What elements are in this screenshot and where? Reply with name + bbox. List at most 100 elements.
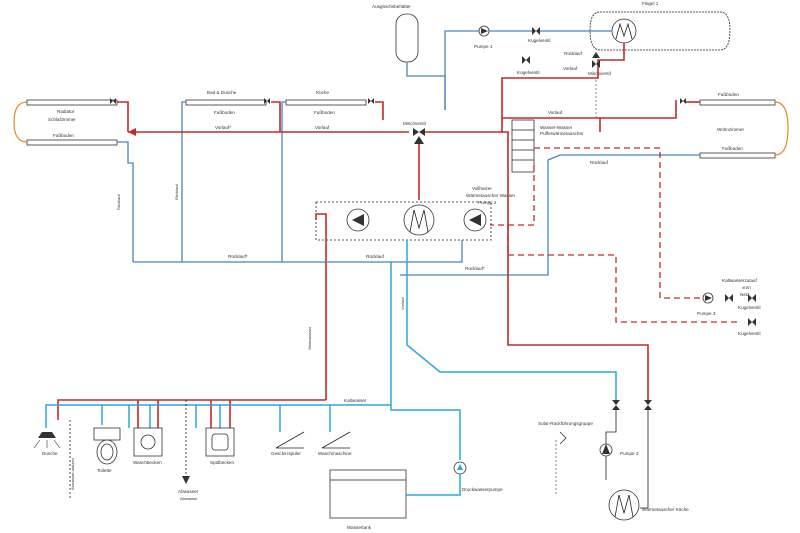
label-druckwasserpumpe: Druckwasserpumpe [462,487,503,492]
label-radiator-1: Radiator [57,109,75,114]
label-toilette: Toilette [97,468,112,473]
pipe-mixer-out [425,118,503,133]
label-ruecklauf-top: Rücklauf [564,51,583,56]
valve-wohn [680,98,686,104]
label-vorheizer: Vollheizer [472,186,492,191]
pipe-tank [406,62,446,110]
label-geschirrspueler: Geschirrspüler [271,451,301,456]
expansion-tank: Ausgleichsbehälter [372,4,419,63]
label-ruecklauf-star-right: Rücklauf* [465,266,485,271]
pipe-to-tank [390,405,461,460]
pump-1: Pumpe 1 [474,25,493,49]
toilet: Toilette [93,427,121,473]
kaltwasser-zulauf: Kaltwasserzulauf vom Netz [722,278,757,297]
valve-bad [264,98,270,104]
label-kueche: Küche [316,90,329,95]
pipe-kueche-return [281,101,286,262]
label-wt-wasser: Wärmetauscher Wasser [466,193,516,198]
valve-schlafzimmer [110,98,116,104]
label-kaltwasser: Kaltwasser [344,398,367,403]
label-wassertank: Wassertank [347,525,372,530]
pipe-wohn-return [400,154,700,276]
label-fussboden-left: Fußboden [53,133,74,138]
label-bad-dusche: Bad & Dusche [207,90,237,95]
ball-valve-left: Kugelventil [517,56,539,75]
water-tank: Wassertank [329,469,407,530]
top-heater: Flügel 1 [589,1,731,51]
label-vorlauf-vert: Vorlauf [400,297,405,310]
label-pumpe1: Pumpe 1 [474,44,493,49]
label-kugelventil-1: Kugelventil [528,38,550,43]
label-vom: vom [742,285,751,290]
radiator-bad: Bad & Dusche Fußboden [185,90,267,115]
valve-kw-3 [748,318,756,326]
label-fussboden-wohn: Fußboden [718,92,739,97]
label-ruecklauf-vert2: Rücklauf [174,184,179,200]
pipe-dashed-buffer [490,165,535,226]
washing-machine: Waschmaschine [318,431,352,456]
pipe-hot-dist [57,399,326,420]
label-pumpe2: Pumpe 2 [478,200,497,205]
label-wasser-wasser: Wasser-Wasser [540,125,573,130]
label-fussboden-right: Fußboden [722,146,743,151]
label-dusche: Dusche [42,451,58,456]
pipe-kueche [375,101,384,120]
buffer-heat-exchanger: Wasser-Wasser Pufferwärmetauscher [511,119,584,173]
pipe-water-branches [101,405,331,432]
pipe-dashed-right [534,147,700,299]
ball-valve-top: Kugelventil [528,27,550,43]
label-ruecklauf-right: Rücklauf [590,160,609,165]
label-ruecklauf-center: Rücklauf [366,254,385,259]
pipe-dashed-lower [507,225,740,323]
label-netz: Netz [740,292,750,297]
label-ausgleichsbehaelter: Ausgleichsbehälter [372,4,411,9]
label-ruecklauf-star-main: Rücklauf* [228,254,248,259]
radiator-kueche: Küche Fußboden [285,90,367,115]
pipe-bad [271,101,281,132]
mixing-valve-center: Mischventil [403,121,426,144]
mixing-valve-top: Mischventil [588,52,611,76]
label-puffer: Pufferwärmetauscher [540,131,584,136]
pipe-bad-return [181,101,186,262]
label-kugelventil-3: Kugelventil [738,305,760,310]
valve-kueche [368,98,374,104]
label-kugelventil-2: Kugelventil [517,70,539,75]
label-kaltwasserzulauf: Kaltwasserzulauf [722,278,757,283]
floor-heater-right: Fußboden [699,146,776,159]
kitchen-sink: Spülbecken [205,427,234,465]
radiator-schlafzimmer: Radiator Schlafzimmer [26,99,118,122]
label-solarpumpe: Solar-Rückführungsgruppe [538,421,593,426]
label-abwasser-stutzen: Abwasser-stutzen [70,458,75,490]
pipe-return-main [133,240,463,263]
label-waschbecken: Waschbecken [133,460,162,465]
wash-basin: Waschbecken [133,427,163,465]
valve-kw-1 [725,294,733,302]
label-abwasser-1: Abwasser [178,489,199,494]
radiator-wohnzimmer: Fußboden Wohnzimmer [699,92,776,132]
pipe-hot-down [315,213,327,400]
label-spuelbecken: Spülbecken [210,460,234,465]
valve-kw-2 [748,294,756,302]
label-kugelventil-4: Kugelventil [738,331,760,336]
dishwasher: Geschirrspüler [271,431,305,456]
pressure-pump: Druckwasserpumpe [453,461,503,492]
pipe-water-dist [45,404,391,428]
label-mischventil-center: Mischventil [403,121,426,126]
floor-heater-left: Fußboden [26,133,118,146]
label-wohnzimmer: Wohnzimmer [717,127,744,132]
label-fussboden-kueche: Fußboden [314,110,335,115]
pipe-top-cold [444,30,479,110]
pipe-tank-pump [406,474,461,496]
label-mischventil-top: Mischventil [588,71,611,76]
label-vorlauf-main: Vorlauf [315,125,330,130]
label-vorlauf-top: Vorlauf [563,66,578,71]
pipe-rad1 [117,101,129,132]
label-wt-kueche: Wärmetauscher Küche [642,507,689,512]
central-unit: Vollheizer Wärmetauscher Wasser Pumpe 2 [315,186,516,241]
label-abwasser-2: Abwasser [180,496,198,501]
label-warmwasser: Warmwasser [307,326,312,350]
pipe-hot-heater [501,43,625,118]
label-vorlauf-right: Vorlauf [548,110,563,115]
